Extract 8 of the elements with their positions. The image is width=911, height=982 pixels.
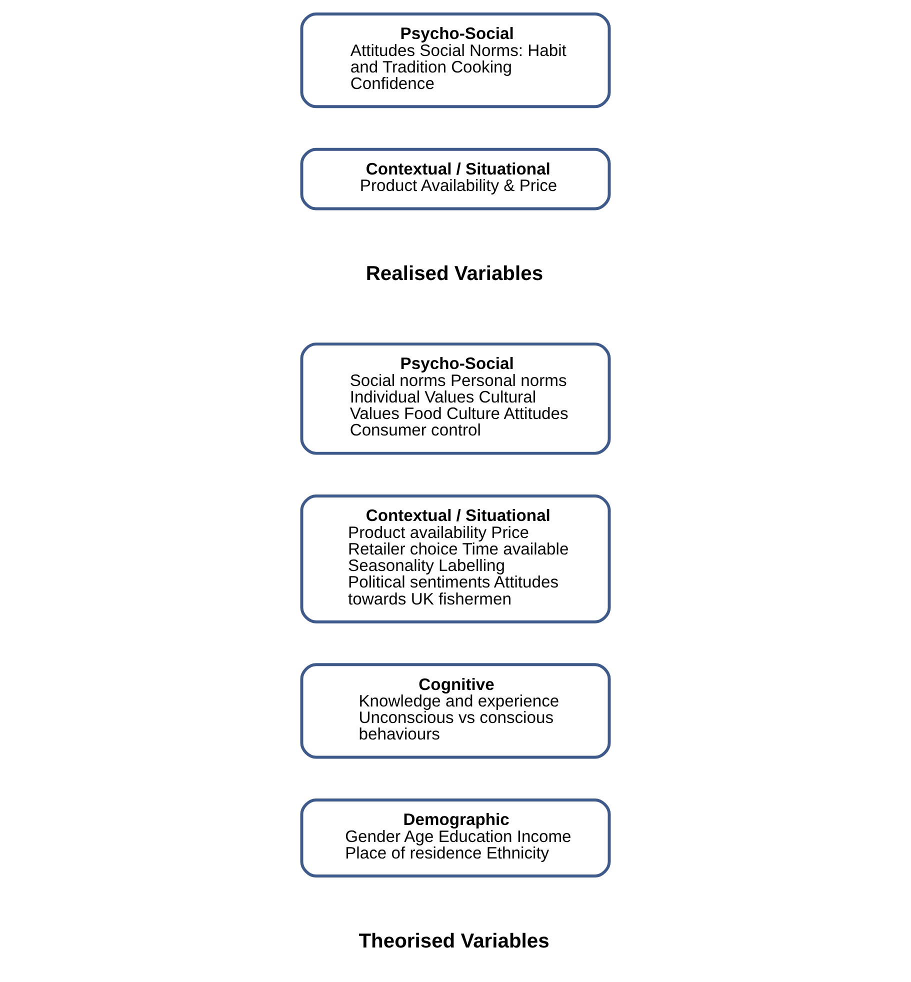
label: Theorised Variables	[358, 930, 550, 952]
node-box: Demographic Gender Age Education Income Place of residence Ethnicity	[300, 798, 611, 878]
node-box: Psycho-Social Social norms Personal norms Individual Values Cultural Values Food Culture Attitudes Consumer control	[300, 342, 611, 455]
node-box: Psycho-Social Attitudes Social Norms: Habit and Tradition Cooking Confidence	[300, 12, 611, 108]
node-box: Cognitive Knowledge and experience Unconscious vs conscious behaviours	[300, 663, 611, 759]
node-box: Contextual / Situational Product availability Price Retailer choice Time available Seasonality Labelling Political sentiments Attitudes towards UK fishermen	[300, 494, 611, 624]
node-box: Contextual / Situational Product Availability & Price	[300, 148, 611, 210]
label: Realised Variables	[366, 263, 544, 286]
